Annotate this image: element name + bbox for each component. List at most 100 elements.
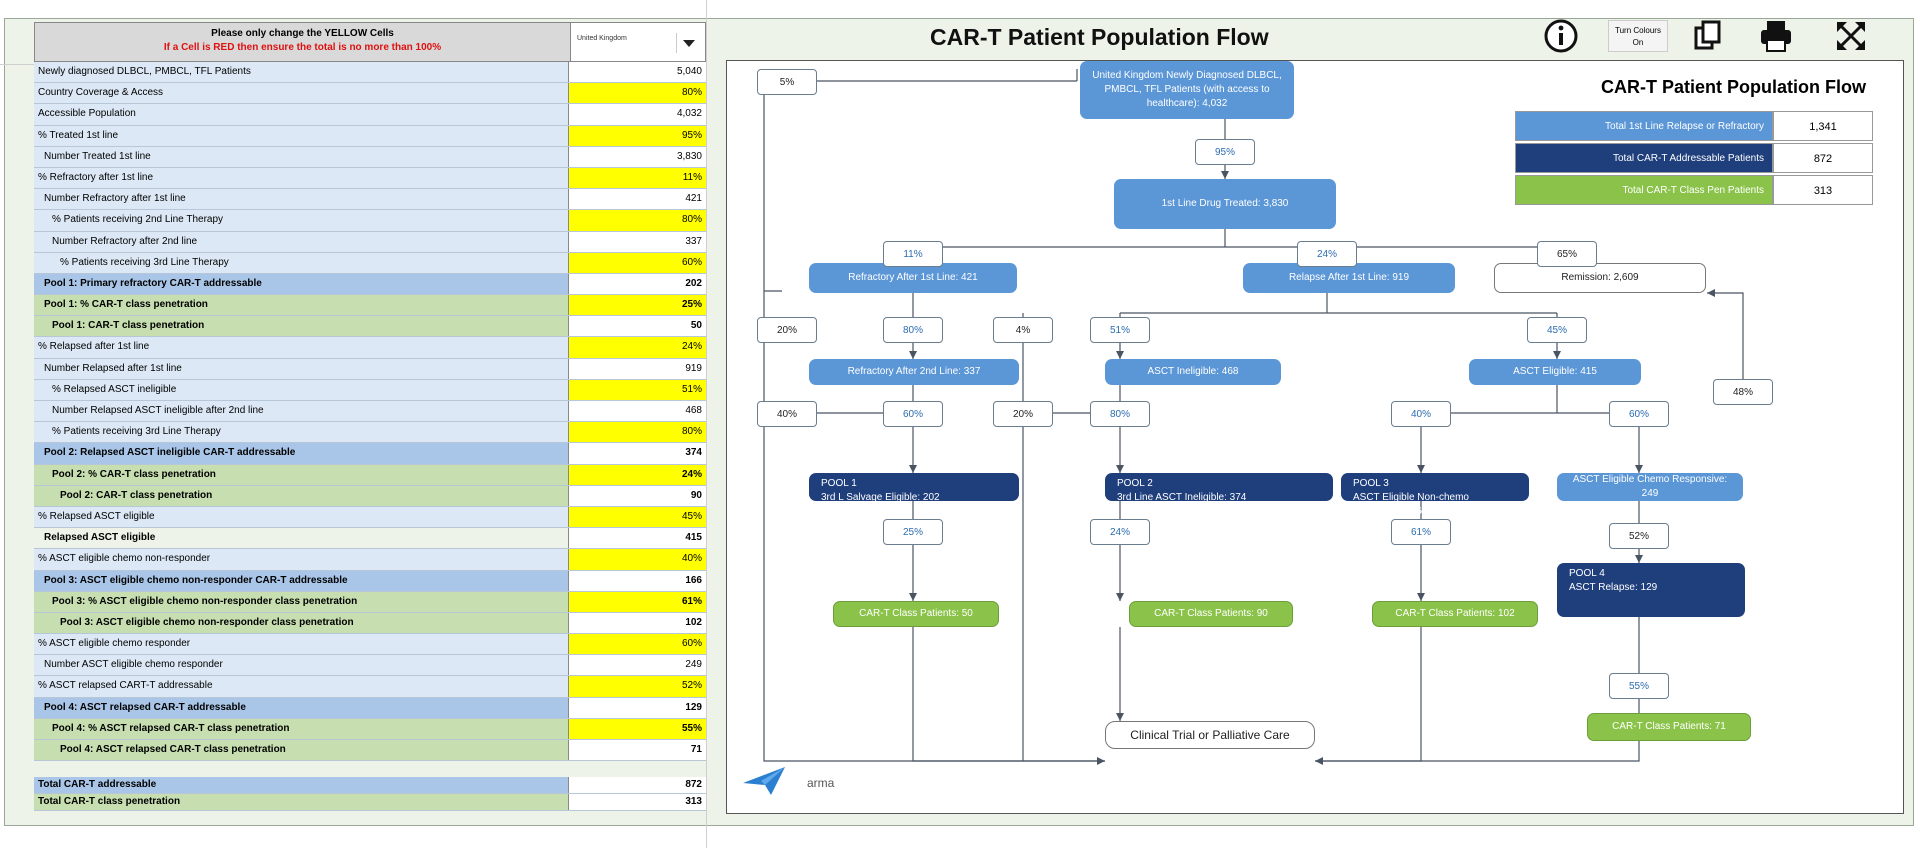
node-pool-1: POOL 1 3rd L Salvage Eligible: 202: [809, 473, 1019, 503]
input-cell-editable[interactable]: 95%: [569, 125, 706, 146]
chevron-down-icon[interactable]: [676, 33, 699, 53]
input-row-label: Number Relapsed ASCT ineligible after 2n…: [34, 401, 569, 422]
node-pool-4: POOL 4 ASCT Relapse: 129: [1557, 563, 1745, 617]
input-row: Pool 3: ASCT eligible chemo non-responde…: [34, 612, 706, 635]
pct-box[interactable]: 55%: [1609, 673, 1669, 699]
input-cell-value: 129: [569, 697, 706, 718]
pct-box[interactable]: 80%: [883, 317, 943, 343]
country-select[interactable]: United Kingdom: [571, 23, 705, 61]
instructions-line2: If a Cell is RED then ensure the total i…: [163, 42, 442, 53]
pct-box[interactable]: 48%: [1713, 379, 1773, 405]
input-cell-value: 202: [569, 273, 706, 295]
pool-2-title: POOL 2: [1117, 478, 1153, 489]
pct-box[interactable]: 65%: [1537, 241, 1597, 267]
pct-box[interactable]: 60%: [1609, 401, 1669, 427]
input-row: Pool 3: ASCT eligible chemo non-responde…: [34, 570, 706, 592]
node-cart-patients-3: CAR-T Class Patients: 102: [1372, 601, 1538, 627]
pct-box[interactable]: 45%: [1527, 317, 1587, 343]
input-row-label: Number Refractory after 1st line: [34, 189, 569, 210]
input-cell-editable[interactable]: 60%: [569, 634, 706, 655]
input-row-label: Number ASCT eligible chemo responder: [34, 655, 569, 676]
node-cart-patients-4: CAR-T Class Patients: 71: [1587, 713, 1751, 741]
input-cell-editable[interactable]: 24%: [569, 337, 706, 358]
kpi-value: 872: [1773, 143, 1873, 173]
kpi-label: Total CAR-T Class Pen Patients: [1515, 175, 1773, 205]
input-cell-editable[interactable]: 40%: [569, 549, 706, 570]
input-row-label: Pool 2: CAR-T class penetration: [34, 485, 569, 506]
pct-box[interactable]: 80%: [1090, 401, 1150, 427]
pct-box[interactable]: 95%: [1195, 139, 1255, 165]
total-row-label: Total CAR-T class penetration: [34, 794, 569, 810]
input-cell-value: 421: [569, 189, 706, 210]
print-icon[interactable]: [1758, 18, 1794, 54]
copy-icon[interactable]: [1690, 18, 1726, 54]
input-cell-editable[interactable]: 52%: [569, 676, 706, 697]
pool-4-title: POOL 4: [1569, 568, 1605, 579]
input-cell-editable[interactable]: 61%: [569, 591, 706, 612]
turn-colours-button[interactable]: Turn Colours On: [1608, 20, 1668, 52]
input-cell-editable[interactable]: 55%: [569, 718, 706, 739]
pct-box[interactable]: 51%: [1090, 317, 1150, 343]
input-row: Pool 1: Primary refractory CAR-T address…: [34, 273, 706, 296]
input-cell-value: 5,040: [569, 62, 706, 83]
input-cell-editable[interactable]: 24%: [569, 464, 706, 485]
input-cell-editable[interactable]: 60%: [569, 252, 706, 273]
pct-box[interactable]: 61%: [1391, 519, 1451, 545]
pct-box[interactable]: 5%: [757, 69, 817, 95]
input-rows: Newly diagnosed DLBCL, PMBCL, TFL Patien…: [34, 62, 706, 762]
pct-box[interactable]: 40%: [1391, 401, 1451, 427]
input-cell-editable[interactable]: 25%: [569, 295, 706, 316]
info-icon[interactable]: [1543, 18, 1579, 54]
input-cell-editable[interactable]: 51%: [569, 379, 706, 400]
pct-box[interactable]: 60%: [883, 401, 943, 427]
input-cell-editable[interactable]: 45%: [569, 506, 706, 528]
input-cell-value: 90: [569, 485, 706, 506]
node-asct-eligible: ASCT Eligible: 415: [1469, 359, 1641, 385]
node-newly-diagnosed: United Kingdom Newly Diagnosed DLBCL, PM…: [1080, 61, 1294, 119]
pct-box[interactable]: 24%: [1297, 241, 1357, 267]
input-cell-value: 4,032: [569, 104, 706, 125]
pct-box[interactable]: 52%: [1609, 523, 1669, 549]
node-clinical-trial: Clinical Trial or Palliative Care: [1105, 721, 1315, 749]
input-row-label: % Relapsed ASCT ineligible: [34, 379, 569, 400]
input-row-label: % Treated 1st line: [34, 125, 569, 146]
pool-3-title: POOL 3: [1353, 478, 1389, 489]
input-cell-editable[interactable]: 80%: [569, 210, 706, 231]
pct-box[interactable]: 4%: [993, 317, 1053, 343]
input-row-label: Pool 4: % ASCT relapsed CAR-T class pene…: [34, 718, 569, 739]
input-row-label: % Patients receiving 3rd Line Therapy: [34, 422, 569, 443]
input-row-label: Pool 3: % ASCT eligible chemo non-respon…: [34, 591, 569, 612]
sheet-column-divider: [706, 0, 707, 848]
pct-box[interactable]: 20%: [757, 317, 817, 343]
pct-box[interactable]: 24%: [1090, 519, 1150, 545]
input-row-label: Pool 4: ASCT relapsed CAR-T addressable: [34, 697, 569, 718]
pct-box[interactable]: 20%: [993, 401, 1053, 427]
node-pool-3: POOL 3 ASCT Eligible Non-chemo Responsiv…: [1341, 473, 1529, 517]
input-cell-editable[interactable]: 80%: [569, 422, 706, 443]
input-row-label: Pool 3: ASCT eligible chemo non-responde…: [34, 570, 569, 591]
input-cell-editable[interactable]: 11%: [569, 167, 706, 189]
fullscreen-icon[interactable]: [1833, 18, 1869, 54]
input-cell-value: 415: [569, 528, 706, 549]
input-cell-value: 374: [569, 443, 706, 464]
diagram-title: CAR-T Patient Population Flow: [1601, 77, 1866, 97]
kpi-label: Total 1st Line Relapse or Refractory: [1515, 111, 1773, 141]
pct-box[interactable]: 11%: [883, 241, 943, 267]
input-cell-value: 919: [569, 358, 706, 379]
pct-box[interactable]: 25%: [883, 519, 943, 545]
input-row-label: Pool 1: CAR-T class penetration: [34, 316, 569, 337]
pct-box[interactable]: 40%: [757, 401, 817, 427]
input-cell-editable[interactable]: 80%: [569, 83, 706, 104]
